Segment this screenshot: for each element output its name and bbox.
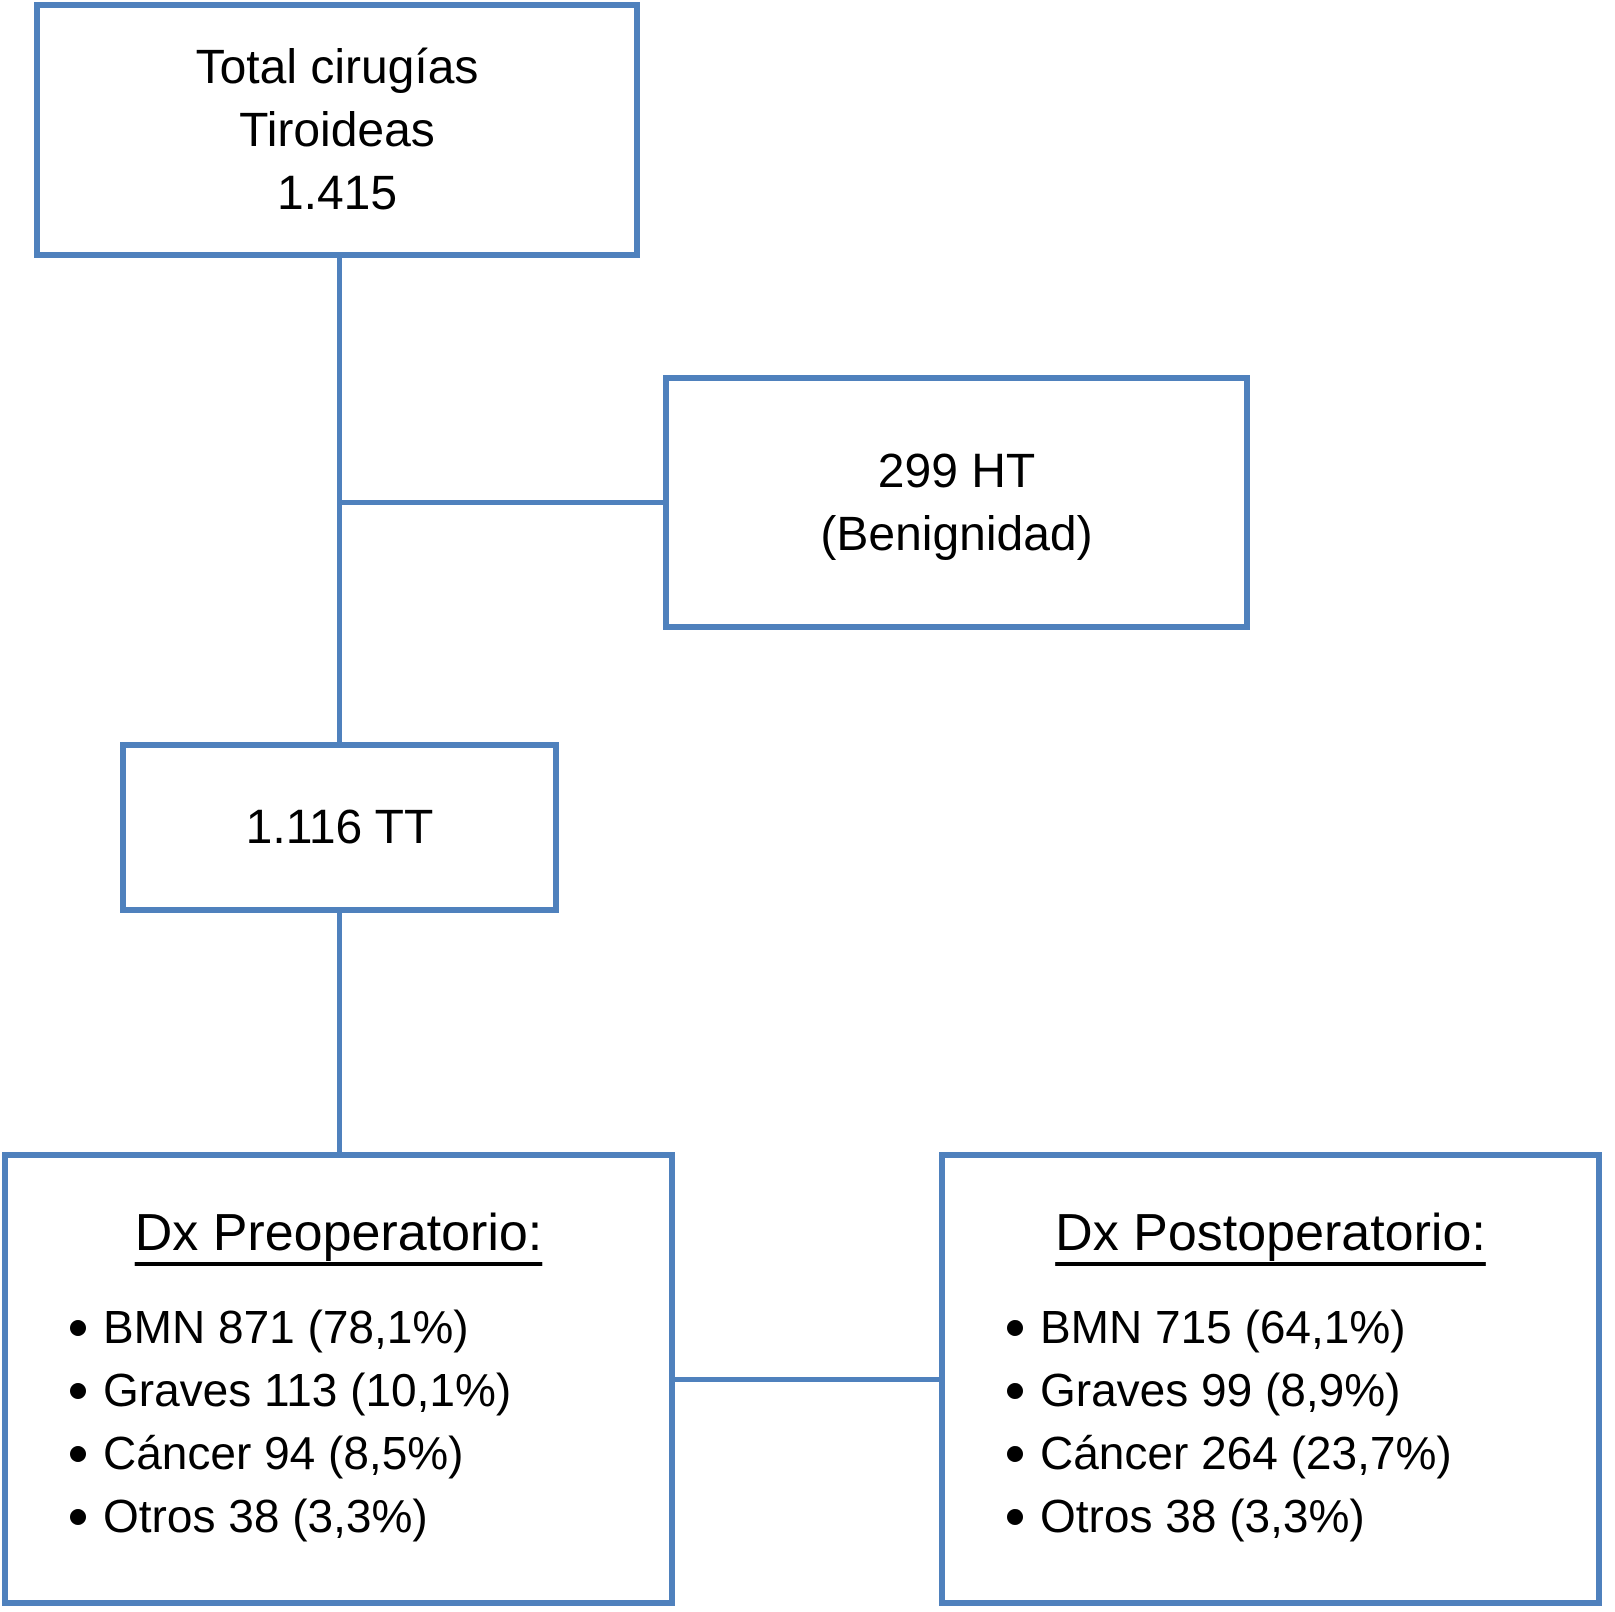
postop-dx-list: BMN 715 (64,1%) Graves 99 (8,9%) Cáncer … — [945, 1296, 1596, 1548]
preop-item-bmn: BMN 871 (78,1%) — [8, 1296, 669, 1359]
preop-item-graves: Graves 113 (10,1%) — [8, 1359, 669, 1422]
preop-item-cancer: Cáncer 94 (8,5%) — [8, 1422, 669, 1485]
preop-item-otros: Otros 38 (3,3%) — [8, 1485, 669, 1548]
ht-count: 299 HT — [877, 444, 1036, 498]
preop-dx-title: Dx Preoperatorio: — [134, 1204, 543, 1262]
total-surgeries-count: 1.415 — [276, 166, 398, 220]
total-surgeries-line1: Total cirugías — [195, 40, 479, 94]
node-total-surgeries: Total cirugías Tiroideas 1.415 — [34, 2, 640, 258]
connector-branch-to-ht — [337, 500, 663, 505]
node-preop-dx: Dx Preoperatorio: BMN 871 (78,1%) Graves… — [2, 1152, 675, 1606]
preop-dx-list: BMN 871 (78,1%) Graves 113 (10,1%) Cánce… — [8, 1296, 669, 1548]
connector-preop-to-postop — [675, 1377, 939, 1382]
node-ht-benign: 299 HT (Benignidad) — [663, 375, 1250, 630]
ht-benign-label: (Benignidad) — [820, 507, 1093, 561]
tt-count: 1.116 TT — [245, 801, 434, 854]
postop-item-bmn: BMN 715 (64,1%) — [945, 1296, 1596, 1359]
postop-item-graves: Graves 99 (8,9%) — [945, 1359, 1596, 1422]
postop-item-otros: Otros 38 (3,3%) — [945, 1485, 1596, 1548]
connector-tt-to-preop — [337, 913, 342, 1152]
total-surgeries-line2: Tiroideas — [239, 103, 435, 157]
node-tt: 1.116 TT — [120, 742, 559, 913]
node-postop-dx: Dx Postoperatorio: BMN 715 (64,1%) Grave… — [939, 1152, 1602, 1606]
postop-dx-title: Dx Postoperatorio: — [1055, 1204, 1486, 1262]
postop-item-cancer: Cáncer 264 (23,7%) — [945, 1422, 1596, 1485]
